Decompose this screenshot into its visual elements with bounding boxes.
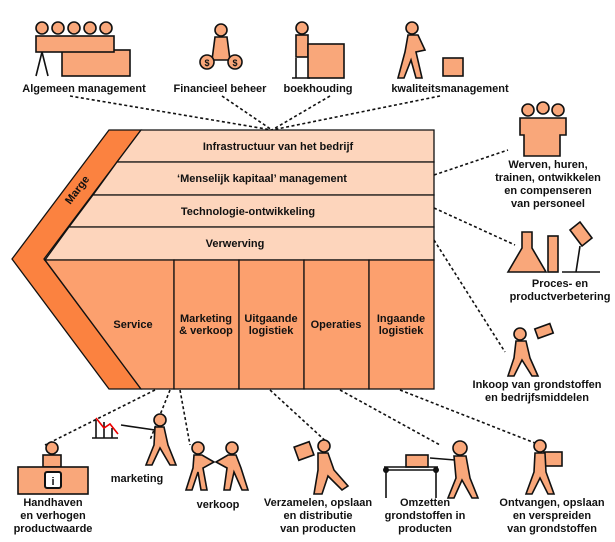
service-desk-icon: i [17, 441, 89, 495]
sales-handshake-icon [184, 441, 250, 491]
right-label-hr-4: van personeel [511, 198, 585, 210]
right-label-purchasing-2: en bedrijfsmiddelen [485, 392, 589, 404]
laboratory-icon [506, 220, 600, 273]
svg-text:$: $ [232, 58, 237, 68]
financial-icon: $$ [199, 23, 243, 70]
distribution-worker-icon [293, 439, 350, 495]
primary-label-marketing-2: & verkoop [179, 325, 233, 337]
bottom-label-distribution-2: en distributie [283, 510, 352, 522]
support-label-hr: ‘Menselijk kapitaal’ management [177, 173, 347, 185]
primary-label-outbound-1: Uitgaande [244, 313, 297, 325]
personnel-icon [519, 101, 567, 157]
primary-label-inbound-2: logistiek [379, 325, 425, 337]
support-label-procurement: Verwerving [206, 238, 265, 250]
support-label-technology: Technologie-ontwikkeling [181, 206, 315, 218]
primary-label-marketing-1: Marketing [180, 313, 232, 325]
primary-label-outbound-2: logistiek [249, 325, 295, 337]
bottom-label-marketing: marketing [111, 473, 164, 485]
top-label-quality: kwaliteitsmanagement [391, 83, 509, 95]
svg-text:i: i [51, 476, 54, 488]
bottom-label-receiving-2: en verspreiden [513, 510, 592, 522]
management-board-icon [35, 21, 131, 77]
bottom-label-service-2: en verhogen [20, 510, 86, 522]
marketing-chart-icon [92, 413, 178, 466]
production-worker-icon [383, 440, 480, 499]
right-label-hr-1: Werven, huren, [508, 159, 587, 171]
right-label-process-1: Proces- en [532, 278, 589, 290]
bottom-label-production-3: producten [398, 523, 452, 535]
accounting-icon [292, 21, 345, 79]
primary-label-inbound-1: Ingaande [377, 313, 425, 325]
bottom-label-sales: verkoop [197, 499, 240, 511]
primary-label-service: Service [113, 319, 152, 331]
right-label-hr-3: en compenseren [504, 185, 592, 197]
receiving-worker-icon [524, 439, 563, 495]
primary-operations [303, 259, 370, 390]
bottom-label-production-2: grondstoffen in [385, 510, 466, 522]
top-label-accounting: boekhouding [283, 83, 352, 95]
svg-text:$: $ [204, 58, 209, 68]
bottom-label-receiving-1: Ontvangen, opslaan [499, 497, 604, 509]
support-label-infrastructure: Infrastructuur van het bedrijf [203, 141, 354, 153]
bottom-label-service-1: Handhaven [23, 497, 83, 509]
bottom-label-distribution-3: van producten [280, 523, 356, 535]
bottom-label-distribution-1: Verzamelen, opslaan [264, 497, 372, 509]
purchasing-icon [506, 322, 555, 377]
connector-lines [44, 95, 541, 446]
bottom-label-production-1: Omzetten [400, 497, 450, 509]
right-label-process-2: productverbetering [510, 291, 611, 303]
primary-inbound [368, 259, 435, 390]
primary-marketing [173, 259, 240, 390]
right-label-purchasing-1: Inkoop van grondstoffen [473, 379, 602, 391]
bottom-label-receiving-3: van grondstoffen [507, 523, 597, 535]
primary-outbound [238, 259, 305, 390]
primary-label-operations: Operaties [311, 319, 362, 331]
quality-icon [396, 21, 464, 79]
bottom-label-service-3: productwaarde [14, 523, 93, 535]
right-label-hr-2: trainen, ontwikkelen [495, 172, 601, 184]
top-label-general-management: Algemeen management [22, 83, 146, 95]
top-label-finance: Financieel beheer [174, 83, 268, 95]
